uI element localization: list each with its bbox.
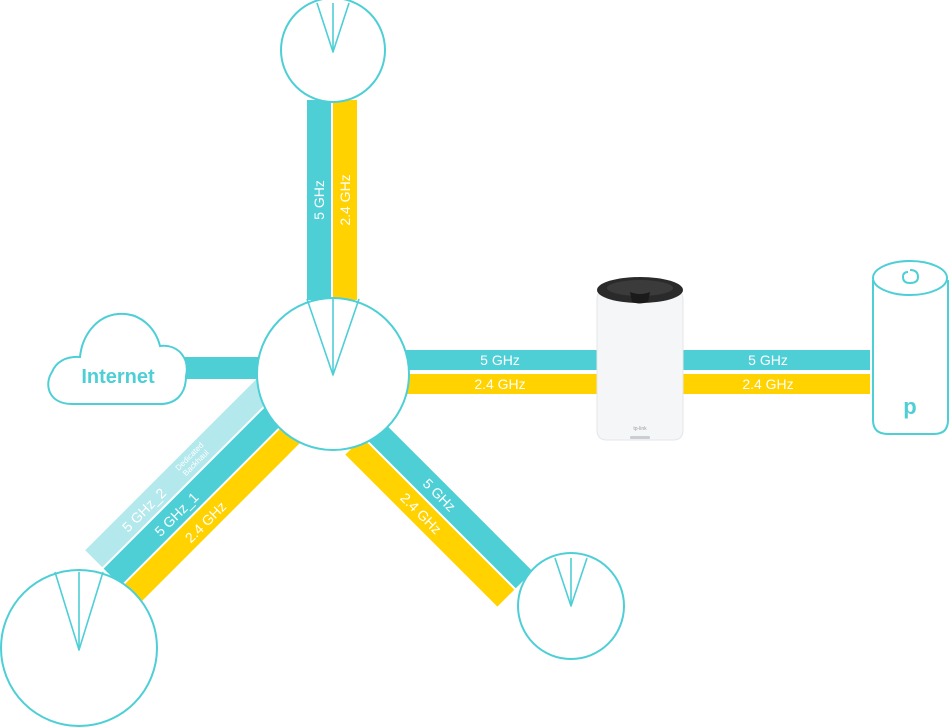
link-bottom-left-5ghz2-band bbox=[85, 373, 280, 568]
link-top-24ghz-label: 2.4 GHz bbox=[337, 174, 353, 225]
link-bottom-right-5ghz-band bbox=[363, 419, 533, 589]
internet-link-band bbox=[175, 357, 270, 379]
cloud-icon bbox=[47, 312, 188, 405]
router-top-vent-inner bbox=[607, 280, 673, 296]
link-center-router: 5 GHz 2.4 GHz bbox=[400, 350, 600, 394]
link-router-extender-5ghz-label: 5 GHz bbox=[748, 352, 788, 368]
extender-body bbox=[872, 280, 949, 435]
node-top bbox=[280, 0, 386, 103]
link-router-extender-5ghz-band bbox=[680, 350, 870, 370]
link-top-5ghz-label: 5 GHz bbox=[311, 180, 327, 220]
link-top-24ghz-band bbox=[333, 100, 357, 300]
router-body bbox=[596, 279, 684, 441]
router-base bbox=[630, 436, 650, 439]
extender-logo-icon: p bbox=[903, 394, 916, 419]
tp-link-extender-icon: p bbox=[872, 260, 949, 435]
link-bottom-right-24ghz-band bbox=[345, 437, 515, 607]
node-bottom-right bbox=[517, 552, 625, 660]
extender-top-swirl bbox=[901, 269, 920, 285]
node-bottom-left bbox=[0, 569, 158, 727]
extender-top bbox=[872, 260, 948, 296]
mesh-router-icon: tp-link bbox=[596, 277, 684, 441]
router-front-notch bbox=[630, 292, 650, 304]
link-center-router-24ghz-label: 2.4 GHz bbox=[474, 376, 525, 392]
link-center-router-24ghz-band bbox=[400, 374, 600, 394]
link-router-extender: 5 GHz 2.4 GHz bbox=[680, 350, 870, 394]
link-center-router-5ghz-band bbox=[400, 350, 600, 370]
link-bottom-left-5ghz1-band bbox=[103, 388, 301, 586]
link-top: 5 GHz 2.4 GHz bbox=[307, 100, 357, 300]
link-top-5ghz-band bbox=[307, 100, 331, 300]
link-center-router-5ghz-label: 5 GHz bbox=[480, 352, 520, 368]
link-bottom-left-24ghz-band bbox=[122, 403, 323, 604]
link-bottom-left: 5 GHz_2 Dedicated Backhaul 5 GHz_1 2.4 G… bbox=[85, 373, 323, 604]
router-logo: tp-link bbox=[633, 426, 647, 432]
internet-cloud: Internet bbox=[47, 312, 188, 405]
link-bottom-right: 5 GHz 2.4 GHz bbox=[345, 419, 533, 607]
link-router-extender-24ghz-label: 2.4 GHz bbox=[742, 376, 793, 392]
node-center bbox=[256, 297, 410, 451]
link-router-extender-24ghz-band bbox=[680, 374, 870, 394]
internet-label: Internet bbox=[81, 366, 155, 388]
